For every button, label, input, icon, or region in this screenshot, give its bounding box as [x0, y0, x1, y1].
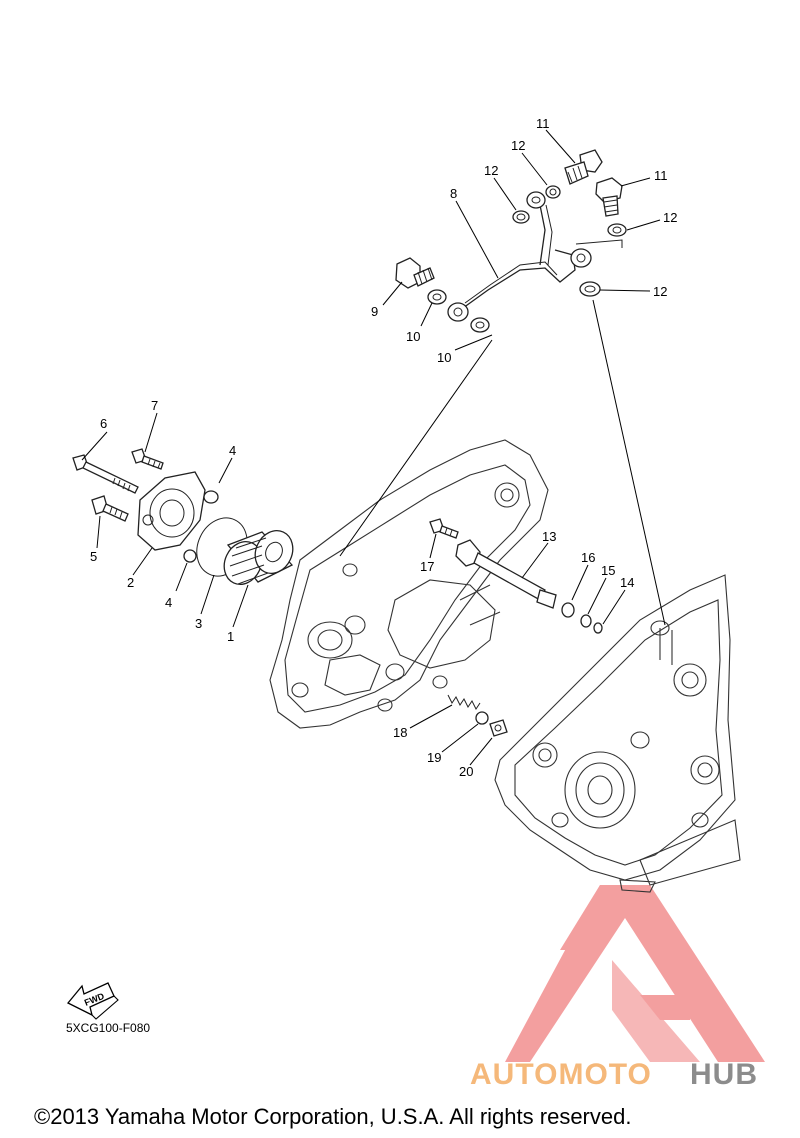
callout-5: 5: [90, 549, 97, 564]
callout-12a: 12: [511, 138, 525, 153]
spring-18: [447, 694, 481, 710]
o-ring-4b: [183, 549, 197, 563]
callout-10b: 10: [437, 350, 451, 365]
callout-17: 17: [420, 559, 434, 574]
filter-cover-2: [137, 471, 206, 551]
callouts: 1 2 3 4 4 5 6 7 8 9 10 10 11 11 12 12 12…: [90, 116, 677, 779]
watermark-logo: [505, 885, 765, 1062]
callout-3: 3: [195, 616, 202, 631]
callout-12c: 12: [663, 210, 677, 225]
callout-20: 20: [459, 764, 473, 779]
seat-20: [489, 719, 508, 737]
callout-11a: 11: [536, 116, 550, 131]
left-crankcase: [269, 439, 549, 729]
callout-7: 7: [151, 398, 158, 413]
bolt-5: [91, 495, 129, 522]
fwd-arrow-icon: FWD: [66, 982, 119, 1020]
diagram-code: 5XCG100-F080: [66, 1021, 150, 1035]
bolt-7: [131, 448, 164, 470]
right-crankcase: [494, 574, 741, 893]
watermark-text-b: HUB: [690, 1058, 758, 1091]
leader-lines: [81, 129, 666, 766]
callout-6: 6: [100, 416, 107, 431]
o-ring-4a: [203, 490, 219, 504]
callout-4a: 4: [229, 443, 236, 458]
callout-11b: 11: [654, 168, 668, 183]
union-bolt-11b: [595, 177, 623, 217]
callout-12d: 12: [653, 284, 667, 299]
callout-12b: 12: [484, 163, 498, 178]
strainer-13: [455, 539, 557, 609]
callout-14: 14: [620, 575, 634, 590]
callout-2: 2: [127, 575, 134, 590]
callout-9: 9: [371, 304, 378, 319]
o-ring-15: [580, 614, 592, 628]
callout-8: 8: [450, 186, 457, 201]
bolt-17: [429, 518, 459, 539]
union-bolt-9: [395, 257, 435, 289]
callout-10a: 10: [406, 329, 420, 344]
bolt-6: [72, 454, 139, 494]
o-ring-16: [561, 602, 575, 618]
oil-filter-element-1: [223, 530, 294, 585]
o-ring-14: [593, 622, 603, 634]
ball-19: [475, 711, 489, 725]
callout-18: 18: [393, 725, 407, 740]
copyright-notice: ©2013 Yamaha Motor Corporation, U.S.A. A…: [34, 1104, 631, 1129]
union-bolt-11a: [564, 149, 603, 185]
watermark-text-a: AUTOMOTO: [470, 1058, 652, 1091]
callout-4b: 4: [165, 595, 172, 610]
callout-19: 19: [427, 750, 441, 765]
washers: [427, 185, 627, 333]
callout-16: 16: [581, 550, 595, 565]
callout-13: 13: [542, 529, 556, 544]
callout-15: 15: [601, 563, 615, 578]
watermark: AUTOMOTO HUB: [470, 1058, 758, 1091]
callout-1: 1: [227, 629, 234, 644]
oil-delivery-pipe: [447, 191, 623, 322]
